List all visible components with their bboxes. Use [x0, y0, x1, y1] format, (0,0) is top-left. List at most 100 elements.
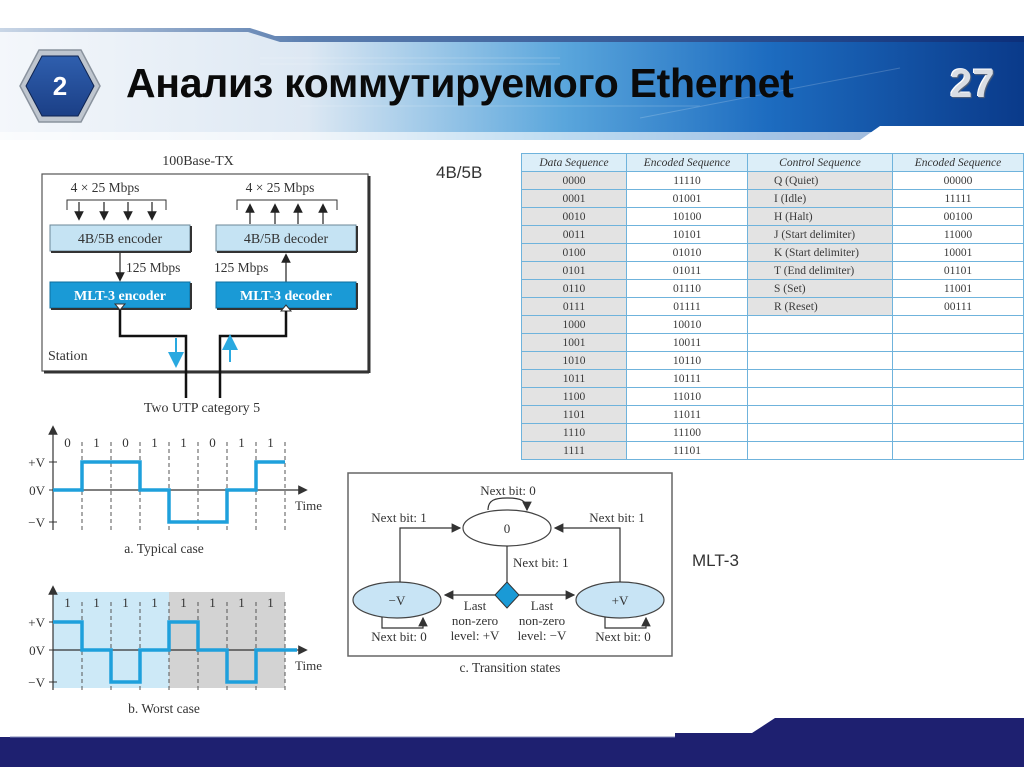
encoding-table: Data Sequence Encoded Sequence Control S… — [521, 153, 1024, 460]
cell-control-encoded: 01101 — [892, 261, 1024, 280]
cell-encoded-sequence: 10111 — [626, 369, 748, 388]
cell-encoded-sequence: 01001 — [626, 189, 748, 208]
header-data-sequence: Data Sequence — [521, 153, 627, 172]
state-frame — [347, 472, 673, 657]
branch-right-line2: non-zero — [519, 613, 565, 628]
header-control-sequence: Control Sequence — [747, 153, 893, 172]
cell-control-sequence: S (Set) — [747, 279, 893, 298]
cell-control-encoded: 11111 — [892, 189, 1024, 208]
bit-label: 1 — [93, 595, 100, 610]
cell-data-sequence: 0000 — [521, 171, 627, 190]
branch-right-line3: level: −V — [518, 628, 567, 643]
hexagon-icon — [19, 49, 101, 123]
cable-tx — [118, 310, 188, 398]
block-diagram-100base-tx: 100Base-TX 4 × 25 Mbps 4 × 25 Mbps 4B/5B… — [41, 154, 371, 416]
page-number: 27 — [950, 62, 995, 106]
decoder-mlt3-label: MLT-3 decoder — [240, 289, 332, 304]
header-banner — [0, 28, 1024, 140]
page-title: Анализ коммутируемого Ethernet — [126, 60, 794, 106]
cell-data-sequence: 1001 — [521, 333, 627, 352]
cell-control-sequence — [747, 441, 893, 460]
rate-in-label: 4 × 25 Mbps — [71, 180, 140, 195]
cell-control-encoded — [892, 423, 1024, 442]
cell-control-encoded — [892, 387, 1024, 406]
cell-encoded-sequence: 11011 — [626, 405, 748, 424]
rate-mid-left: 125 Mbps — [126, 260, 180, 275]
bit-label: 1 — [267, 435, 274, 450]
bit-label: 1 — [180, 595, 187, 610]
cell-data-sequence: 0100 — [521, 243, 627, 262]
y-tick-label: −V — [28, 675, 45, 690]
cell-control-sequence: I (Idle) — [747, 189, 893, 208]
cell-data-sequence: 0001 — [521, 189, 627, 208]
branch-left-line2: non-zero — [452, 613, 498, 628]
state-negative-label: −V — [389, 593, 406, 608]
cell-control-encoded: 11000 — [892, 225, 1024, 244]
state-transition-diagram: 0 Next bit: 0 −V +V Next bit: 1 Next bit… — [347, 472, 673, 675]
loop-zero-label: Next bit: 0 — [480, 483, 536, 498]
cell-control-encoded — [892, 333, 1024, 352]
bit-label: 1 — [180, 435, 187, 450]
header-encoded-sequence: Encoded Sequence — [626, 153, 748, 172]
section-number: 2 — [52, 71, 68, 101]
table-caption: 4B/5B — [436, 163, 483, 182]
cell-control-sequence — [747, 387, 893, 406]
x-axis-label: Time — [295, 498, 322, 513]
signal-line — [53, 620, 297, 684]
cell-control-sequence — [747, 405, 893, 424]
cell-encoded-sequence: 01111 — [626, 297, 748, 316]
cell-data-sequence: 1010 — [521, 351, 627, 370]
bit-label: 1 — [238, 595, 245, 610]
zero-down-label: Next bit: 1 — [513, 555, 569, 570]
decoder-mlt3-box — [215, 281, 357, 309]
y-tick-label: +V — [28, 455, 45, 470]
rate-mid-right: 125 Mbps — [214, 260, 268, 275]
cell-control-encoded — [892, 351, 1024, 370]
transition-caption: c. Transition states — [460, 660, 561, 675]
state-diagram-caption: MLT-3 — [692, 551, 739, 570]
cell-control-sequence: J (Start delimiter) — [747, 225, 893, 244]
x-axis-label: Time — [295, 658, 322, 673]
cell-data-sequence: 1011 — [521, 369, 627, 388]
bit-label: 1 — [64, 595, 71, 610]
cell-encoded-sequence: 01010 — [626, 243, 748, 262]
cell-data-sequence: 0101 — [521, 261, 627, 280]
cell-encoded-sequence: 01011 — [626, 261, 748, 280]
y-tick-label: 0V — [29, 483, 46, 498]
y-tick-label: 0V — [29, 643, 46, 658]
cell-control-encoded: 00100 — [892, 207, 1024, 226]
cell-control-sequence — [747, 423, 893, 442]
cell-data-sequence: 1111 — [521, 441, 627, 460]
cable-label: Two UTP category 5 — [144, 401, 260, 416]
bit-label: 1 — [238, 435, 245, 450]
cell-encoded-sequence: 11100 — [626, 423, 748, 442]
state-zero-label: 0 — [504, 521, 511, 536]
bit-label: 1 — [267, 595, 274, 610]
cell-control-encoded: 00000 — [892, 171, 1024, 190]
cell-control-encoded — [892, 405, 1024, 424]
cell-encoded-sequence: 10110 — [626, 351, 748, 370]
waveform-caption: a. Typical case — [124, 541, 203, 556]
cell-data-sequence: 0011 — [521, 225, 627, 244]
cell-encoded-sequence: 01110 — [626, 279, 748, 298]
rate-out-label: 4 × 25 Mbps — [246, 180, 315, 195]
cell-encoded-sequence: 10101 — [626, 225, 748, 244]
branch-left-line3: level: +V — [451, 628, 500, 643]
decoder-4b5b-label: 4B/5B decoder — [244, 232, 329, 247]
cell-control-sequence — [747, 333, 893, 352]
waveform-caption: b. Worst case — [128, 701, 200, 716]
cell-encoded-sequence: 11101 — [626, 441, 748, 460]
state-negative — [352, 581, 442, 619]
bit-label: 1 — [122, 595, 129, 610]
